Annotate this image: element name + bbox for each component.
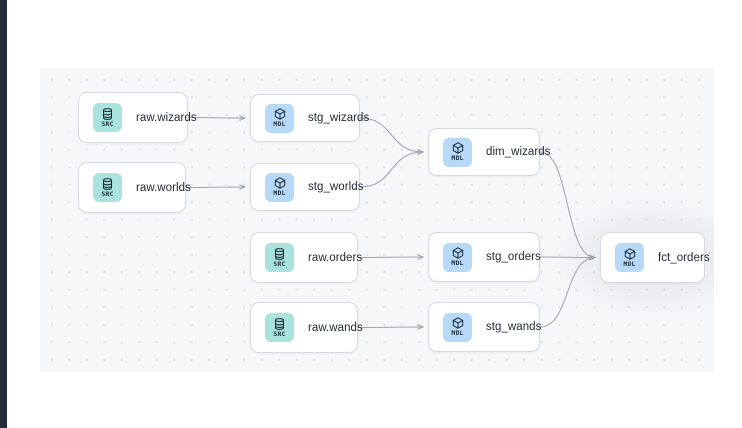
node-kind-label: SRC [273,259,286,268]
database-icon: SRC [265,313,294,342]
graph-node-raw_wizards[interactable]: SRC raw.wizards [78,92,197,143]
edge-stg_wizards-to-dim_wizards [359,117,423,152]
cube-icon: MDL [443,137,472,167]
graph-node-stg_orders[interactable]: MDL stg_orders [428,232,541,282]
node-label: dim_wizards [486,146,551,158]
cube-icon: MDL [265,103,294,133]
node-kind-label: MDL [451,329,464,338]
database-icon: SRC [265,243,294,272]
node-label: raw.wizards [136,111,197,124]
graph-node-stg_wands[interactable]: MDL stg_wands [428,302,542,352]
cube-icon: MDL [615,243,644,272]
node-kind-label: MDL [273,120,286,129]
database-icon: SRC [93,173,122,202]
node-label: stg_orders [486,251,541,263]
cube-icon: MDL [265,172,294,202]
cube-icon: MDL [443,312,472,342]
edge-raw_orders-to-stg_orders [357,257,423,258]
edge-stg_wands-to-fct_orders [539,258,595,328]
node-kind-label: SRC [101,119,114,128]
graph-node-fct_orders[interactable]: MDL fct_orders [600,232,710,283]
node-label: stg_worlds [308,181,364,193]
node-kind-label: SRC [101,189,114,198]
edge-stg_orders-to-fct_orders [539,257,595,258]
graph-node-raw_orders[interactable]: SRC raw.orders [250,232,362,283]
left-nav-rail [0,0,7,428]
node-label: fct_orders [658,251,710,264]
edge-raw_worlds-to-stg_worlds [185,187,245,188]
graph-node-stg_wizards[interactable]: MDL stg_wizards [250,94,369,142]
graph-node-dim_wizards[interactable]: MDL dim_wizards [428,128,550,176]
database-icon: SRC [93,103,122,132]
node-kind-label: SRC [273,329,286,338]
node-label: stg_wands [486,321,542,333]
edge-dim_wizards-to-fct_orders [539,151,595,258]
graph-node-stg_worlds[interactable]: MDL stg_worlds [250,163,364,211]
graph-node-raw_wands[interactable]: SRC raw.wands [250,302,363,353]
node-kind-label: MDL [451,259,464,268]
node-label: raw.worlds [136,181,191,194]
edge-stg_worlds-to-dim_wizards [359,152,423,188]
edge-raw_wands-to-stg_wands [357,327,423,328]
node-kind-label: MDL [451,154,464,163]
cube-icon: MDL [443,242,472,272]
node-label: stg_wizards [308,112,370,124]
node-label: raw.orders [308,251,363,264]
graph-node-raw_worlds[interactable]: SRC raw.worlds [78,162,191,213]
node-kind-label: MDL [623,259,636,268]
node-label: raw.wands [308,321,363,334]
node-kind-label: MDL [273,189,286,198]
